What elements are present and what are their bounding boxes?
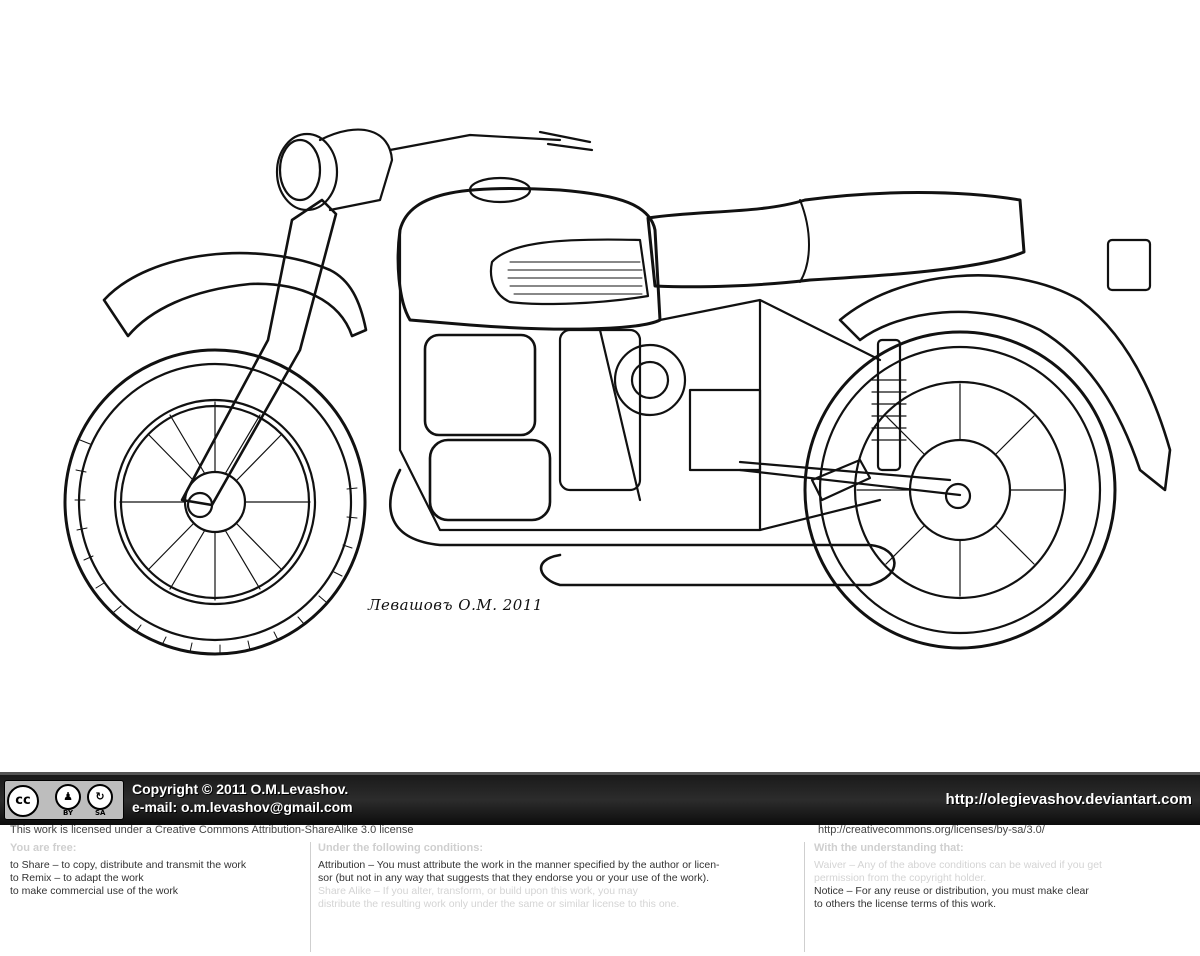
license-intro: This work is licensed under a Creative C… — [10, 824, 414, 836]
license-url[interactable]: http://creativecommons.org/licenses/by-s… — [818, 824, 1045, 836]
column-divider — [804, 842, 805, 952]
frame — [398, 228, 882, 532]
understanding-item: Waiver – Any of the above conditions can… — [814, 859, 1102, 871]
front-fender — [102, 251, 368, 338]
understanding-item: permission from the copyright holder. — [814, 872, 987, 884]
engine — [423, 328, 762, 522]
by-label: BY — [63, 809, 74, 817]
condition-item: Attribution – You must attribute the wor… — [318, 859, 720, 871]
rear-fender — [838, 274, 1172, 492]
website-link[interactable]: http://olegievashov.deviantart.com — [945, 791, 1192, 808]
cc-license-badge[interactable]: cc ♟ ↻ BY SA — [4, 780, 124, 820]
license-panel: cc ♟ ↻ BY SA Copyright © 2011 O.M.Levash… — [0, 772, 1200, 956]
license-freedoms: You are free: to Share – to copy, distri… — [10, 842, 300, 954]
freedoms-heading: You are free: — [10, 842, 77, 854]
condition-item: sor (but not in any way that suggests th… — [318, 872, 710, 884]
understanding-item: to others the license terms of this work… — [814, 898, 997, 910]
license-conditions: Under the following conditions: Attribut… — [318, 842, 796, 954]
understanding-heading: With the understanding that: — [814, 842, 964, 854]
condition-item: distribute the resulting work only under… — [318, 898, 680, 910]
freedom-item: to make commercial use of the work — [10, 885, 179, 897]
license-understanding: With the understanding that: Waiver – An… — [814, 842, 1194, 954]
cc-icon: cc — [7, 785, 39, 817]
freedom-item: to Share – to copy, distribute and trans… — [10, 859, 247, 871]
copyright-text: Copyright © 2011 O.M.Levashov. — [132, 781, 349, 797]
seat — [646, 191, 1026, 289]
rear-wheel — [803, 330, 1117, 650]
exhaust-pipe — [389, 468, 896, 587]
freedom-item: to Remix – to adapt the work — [10, 872, 144, 884]
headlight — [275, 128, 394, 212]
understanding-item: Notice – For any reuse or distribution, … — [814, 885, 1089, 897]
column-divider — [310, 842, 311, 952]
license-bar: cc ♟ ↻ BY SA Copyright © 2011 O.M.Levash… — [0, 772, 1200, 825]
email-text[interactable]: e-mail: o.m.levashov@gmail.com — [132, 799, 353, 815]
by-icon: ♟ — [55, 784, 81, 810]
front-fork — [180, 198, 338, 507]
artist-signature: Левашовъ О.М. 2011 — [368, 596, 543, 614]
sa-label: SA — [95, 809, 106, 817]
sa-icon: ↻ — [87, 784, 113, 810]
tail-light — [1106, 238, 1152, 292]
conditions-heading: Under the following conditions: — [318, 842, 483, 854]
motorcycle-illustration — [63, 128, 1172, 656]
footrest — [810, 458, 872, 502]
front-wheel — [63, 348, 367, 656]
fuel-tank — [396, 176, 662, 331]
rear-shock — [871, 338, 907, 472]
handlebar — [388, 130, 594, 152]
condition-item: Share Alike – If you alter, transform, o… — [318, 885, 638, 897]
